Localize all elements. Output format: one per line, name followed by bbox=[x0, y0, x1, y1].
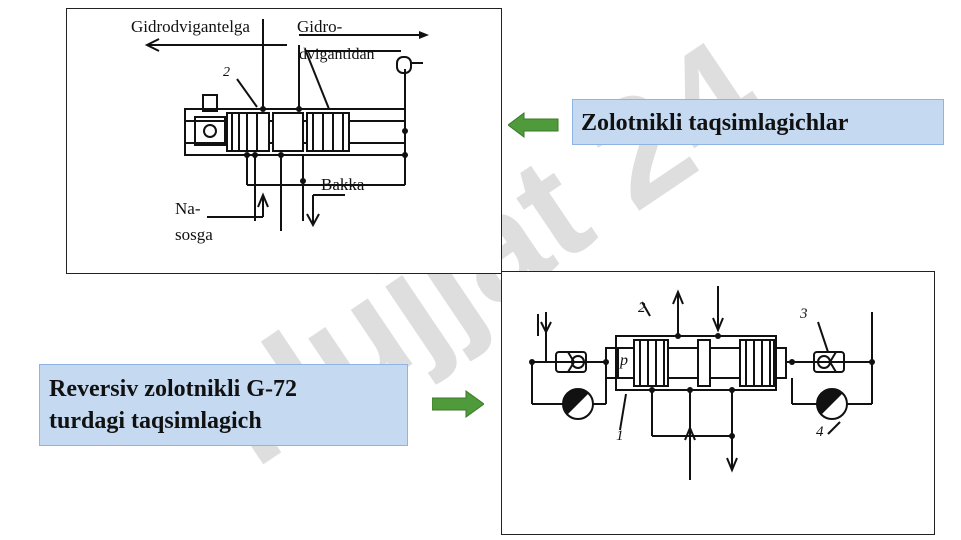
bottom-diagram-drawing bbox=[529, 286, 875, 480]
right-arrow-icon bbox=[432, 390, 484, 418]
label-na: Na- bbox=[175, 199, 201, 218]
label-number-4: 4 bbox=[816, 424, 824, 440]
label-number-1: 1 bbox=[616, 428, 624, 444]
label-number-3: 3 bbox=[800, 306, 808, 322]
top-diagram-frame: Gidrodvigantelga Gidro- dvigantldan 2 Ba… bbox=[66, 8, 502, 274]
top-diagram-drawing bbox=[144, 19, 429, 231]
callout-bottom-line2: turdagi taqsimlagich bbox=[49, 408, 262, 434]
callout-bottom-line1: Reversiv zolotnikli G-72 bbox=[49, 376, 297, 402]
left-arrow-icon bbox=[508, 112, 559, 138]
callout-reversiv-zolotnikli: Reversiv zolotnikli G-72 turdagi taqsiml… bbox=[39, 364, 408, 446]
label-gidrodvigantelga: Gidrodvigantelga bbox=[131, 17, 250, 36]
bottom-diagram-frame: 2 3 p 1 4 bbox=[501, 271, 935, 535]
label-bakka: Bakka bbox=[321, 175, 365, 194]
label-dvigantldan: dvigantldan bbox=[299, 46, 375, 63]
label-number-2: 2 bbox=[223, 65, 230, 80]
label-gidro: Gidro- bbox=[297, 17, 343, 36]
callout-top-text: Zolotnikli taqsimlagichlar bbox=[581, 110, 849, 136]
label-p: p bbox=[620, 352, 628, 369]
label-sosga: sosga bbox=[175, 225, 213, 244]
label-number-2-bottom: 2 bbox=[638, 300, 646, 316]
callout-zolotnikli-taqsimlagichlar: Zolotnikli taqsimlagichlar bbox=[572, 99, 944, 145]
